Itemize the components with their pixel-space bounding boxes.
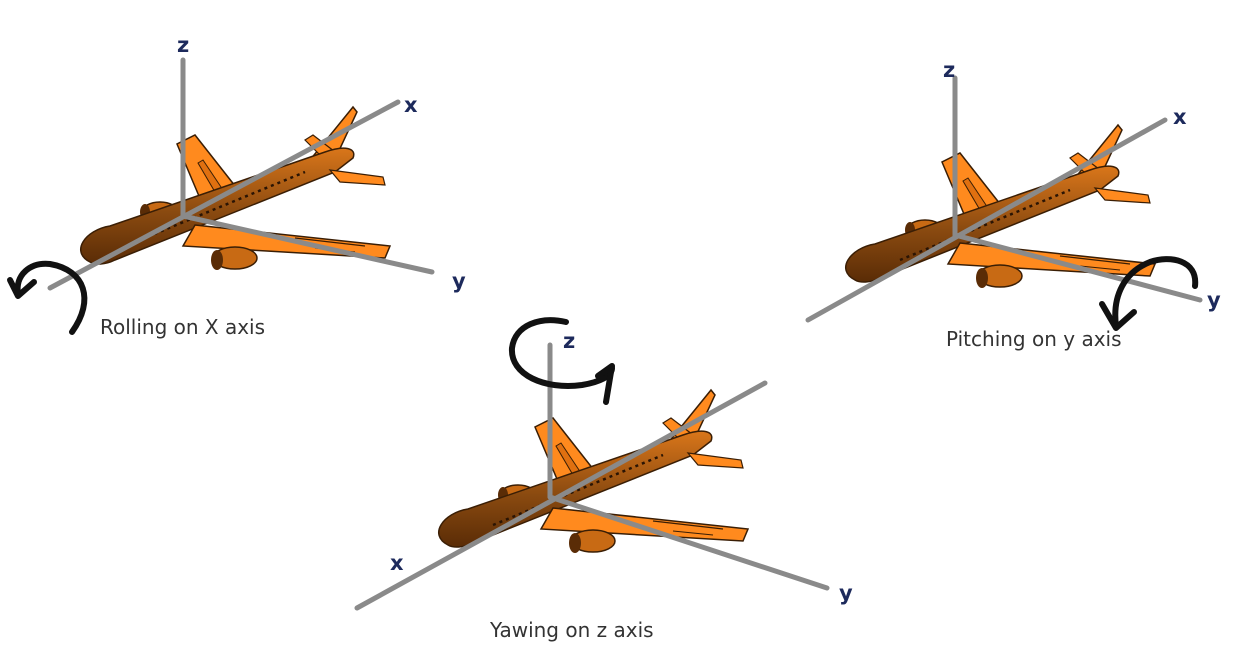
z-axis-label-yaw: z (563, 329, 575, 353)
airplane-yaw (437, 388, 750, 555)
x-axis-label-pitch: x (1173, 105, 1187, 129)
z-axis-label-pitch: z (943, 58, 955, 82)
roll-diagram: z x y Rolling on X axis (7, 33, 466, 339)
y-axis-label-roll: y (452, 269, 466, 293)
z-axis-label-roll: z (177, 33, 189, 57)
roll-rotation-arrow-icon (7, 260, 88, 335)
yaw-rotation-arrow-icon (508, 317, 615, 405)
yaw-diagram: z x y Yawing on z axis (354, 317, 853, 642)
x-axis-label-yaw: x (390, 551, 404, 575)
y-axis-line-yaw (547, 494, 830, 591)
y-axis-label-pitch: y (1207, 288, 1221, 312)
x-axis-line-yaw (354, 380, 768, 611)
x-axis-line-roll (47, 99, 401, 291)
pitch-diagram: z x y Pitching on y axis (805, 58, 1221, 351)
y-axis-line-pitch (952, 232, 1203, 303)
yaw-caption: Yawing on z axis (489, 618, 654, 642)
pitch-caption: Pitching on y axis (946, 327, 1122, 351)
y-axis-label-yaw: y (839, 581, 853, 605)
roll-caption: Rolling on X axis (100, 315, 265, 339)
x-axis-line-pitch (805, 117, 1168, 323)
pitch-rotation-arrow-icon (1099, 256, 1199, 331)
y-axis-line-roll (180, 213, 435, 275)
x-axis-label-roll: x (404, 93, 418, 117)
